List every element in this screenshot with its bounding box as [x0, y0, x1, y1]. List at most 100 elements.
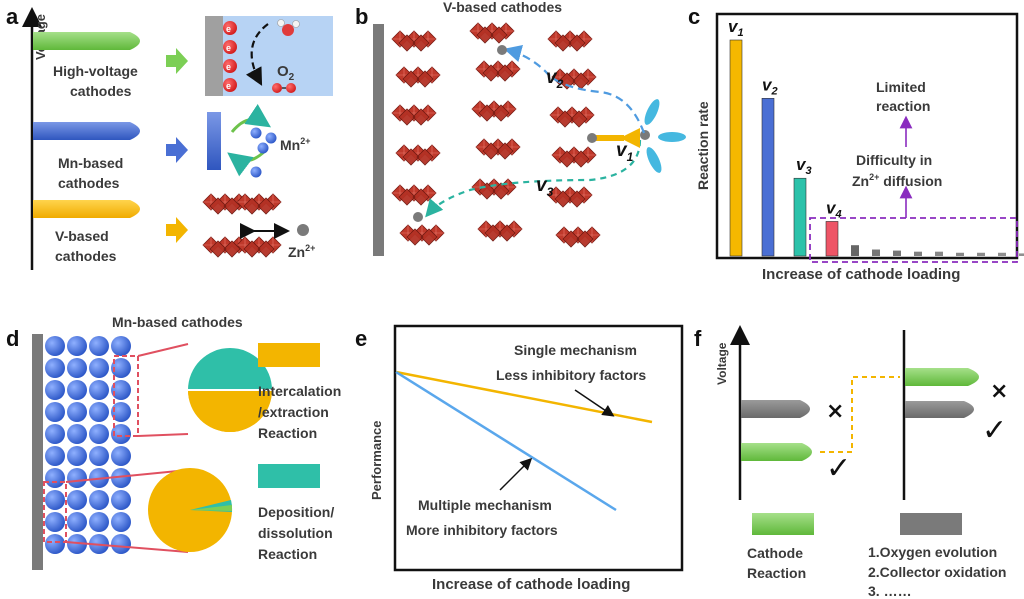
mn-particle	[89, 380, 109, 400]
mn-particle	[111, 402, 131, 422]
mn-electrode-plate	[207, 112, 221, 170]
mn-particle	[111, 424, 131, 444]
v2-zn-ion	[497, 45, 507, 55]
svg-text:e: e	[226, 24, 231, 34]
mn-particle	[67, 424, 87, 444]
mn-particle	[111, 336, 131, 356]
voltage-shift-connector	[820, 376, 900, 453]
panel-c-ylabel: Reaction rate	[695, 101, 711, 190]
left-cross-icon: ×	[826, 399, 844, 424]
left-green-bar	[741, 443, 812, 461]
bar-label-2: v2	[762, 75, 778, 97]
single-pointer-icon	[574, 389, 615, 417]
reaction-rate-bar-13	[1019, 253, 1024, 256]
right-gray-bar	[905, 401, 974, 418]
panel-c: c Reaction rate Increase of cathode load…	[688, 4, 1024, 283]
mn-particle	[67, 380, 87, 400]
legend-yellow-line1: Intercalation	[258, 383, 341, 399]
legend-gray-line3: 3. ……	[868, 583, 912, 599]
difficulty-label-line2: Zn2+ diffusion	[852, 172, 942, 189]
legend-green-line1: Cathode	[747, 545, 803, 561]
mn-dissolution-arrow-icon	[230, 104, 271, 133]
reaction-rate-bar-4	[825, 221, 839, 257]
legend-gray-line2: 2.Collector oxidation	[868, 564, 1006, 580]
mn-particle	[67, 490, 87, 510]
mn-cathode-bar	[33, 122, 140, 140]
mn-particle	[45, 468, 65, 488]
panel-f: f Voltage × ✓ × ✓ Cathode Reaction 1.Oxy…	[694, 325, 1008, 599]
mn-label-line2: cathodes	[58, 175, 120, 191]
multiple-mechanism-line	[395, 370, 617, 512]
lower-pie-chart	[148, 468, 233, 552]
right-cross-icon: ×	[990, 379, 1008, 404]
mn-particle	[45, 446, 65, 466]
reaction-rate-bar-8	[914, 251, 922, 256]
mn-particle	[111, 446, 131, 466]
limited-label-line1: Limited	[876, 79, 926, 95]
panel-e-letter: e	[355, 326, 367, 351]
panel-e-xlabel: Increase of cathode loading	[432, 576, 630, 593]
panel-c-bars	[729, 39, 1024, 257]
mn-particle	[45, 534, 65, 554]
reaction-rate-bar-10	[956, 252, 964, 256]
solvated-zn-icon	[640, 99, 686, 173]
panel-a: a Voltage High-voltage cathodes Mn-based…	[6, 4, 333, 270]
mn-particle	[89, 402, 109, 422]
panel-b-letter: b	[355, 4, 368, 29]
panel-c-frame	[715, 12, 1019, 260]
lower-zoom-box	[43, 481, 67, 543]
mn-particle	[45, 336, 65, 356]
mn-particle	[67, 534, 87, 554]
zn-ion-label: Zn2+	[288, 243, 315, 260]
panel-e-ylabel: Performance	[369, 421, 384, 500]
limited-label-line2: reaction	[876, 98, 930, 114]
v1-arrow-icon	[620, 128, 640, 148]
mn-ion-icons	[250, 127, 277, 178]
panel-a-letter: a	[6, 4, 19, 29]
panel-d-collector	[32, 334, 43, 570]
panel-d-letter: d	[6, 326, 19, 351]
panel-f-axis-label: Voltage	[715, 342, 729, 385]
upper-zoom-box	[113, 355, 139, 437]
blue-arrow-icon	[166, 137, 188, 163]
limited-region-box	[809, 217, 1018, 263]
mn-particle	[111, 490, 131, 510]
mn-particle	[45, 424, 65, 444]
mn-particle	[45, 490, 65, 510]
o2-molecule-icon	[272, 83, 296, 93]
mn-particle	[89, 424, 109, 444]
bar-label-1: v1	[728, 17, 744, 39]
reaction-rate-bar-5	[851, 245, 859, 256]
mn-particle	[45, 358, 65, 378]
mn-particle	[67, 512, 87, 532]
panel-b-title: V-based cathodes	[443, 0, 562, 15]
mn-label-line1: Mn-based	[58, 155, 123, 171]
panel-f-letter: f	[694, 326, 702, 351]
panel-c-xlabel: Increase of cathode loading	[762, 266, 960, 283]
legend-teal-line2: dissolution	[258, 525, 333, 541]
mn-particle	[67, 336, 87, 356]
mn-particle	[111, 512, 131, 532]
yellow-arrow-icon	[166, 217, 188, 243]
legend-gray-line1: 1.Oxygen evolution	[868, 544, 997, 560]
difficulty-label-line1: Difficulty in	[856, 152, 932, 168]
panel-e: e Performance Increase of cathode loadin…	[355, 324, 684, 593]
o2-label: O2	[277, 63, 295, 83]
multiple-pointer-icon	[499, 457, 533, 491]
v2-label: v2	[546, 67, 564, 91]
mn-particle	[45, 380, 65, 400]
mn-particle	[111, 534, 131, 554]
water-molecule-icon	[277, 19, 300, 36]
v-cathode-bar	[33, 200, 140, 218]
single-label-line2: Less inhibitory factors	[496, 367, 646, 383]
mn-particle	[89, 446, 109, 466]
mn-particle	[45, 512, 65, 532]
legend-yellow-line2: /extraction	[258, 404, 329, 420]
reaction-rate-bar-9	[935, 251, 943, 256]
legend-teal-line1: Deposition/	[258, 504, 334, 520]
legend-teal-swatch	[258, 464, 320, 488]
oxidation-arrow-icon	[245, 23, 269, 86]
v-label-line2: cathodes	[55, 248, 117, 264]
panel-d-title: Mn-based cathodes	[112, 314, 243, 330]
